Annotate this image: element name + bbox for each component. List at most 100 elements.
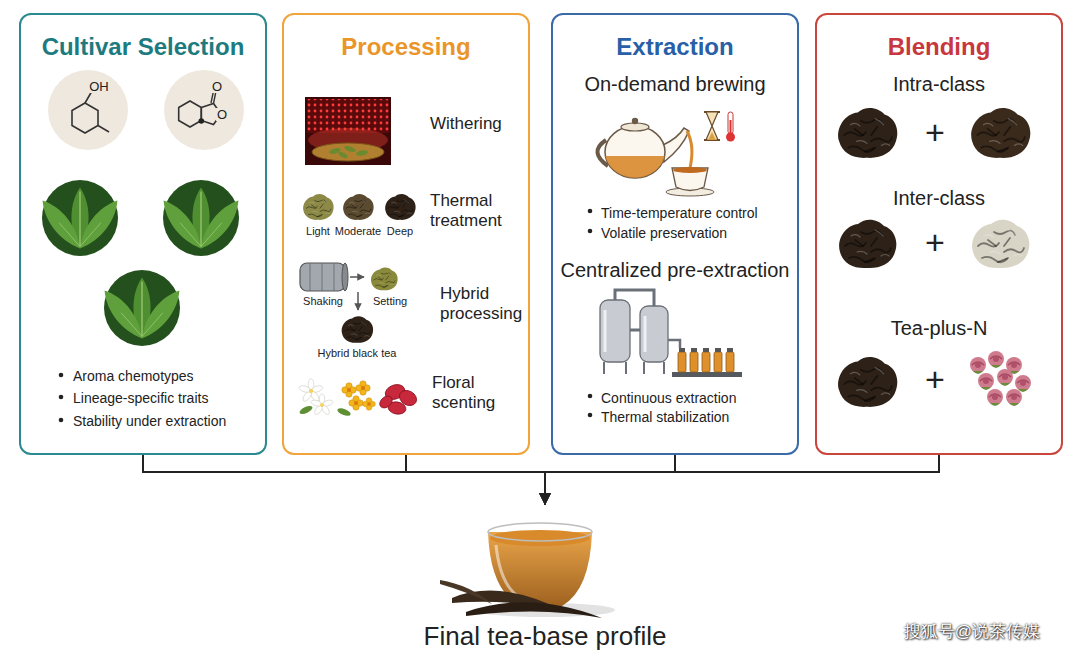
- extraction-plant-part: [640, 306, 668, 362]
- thermal-piles-part: [303, 194, 334, 220]
- mode-heading: Centralized pre-extraction: [553, 258, 797, 282]
- teapot-illustration-part: [687, 131, 692, 168]
- scenting-flowers-part: [342, 383, 356, 397]
- roast-label: Deep: [380, 225, 420, 238]
- withering-lamp-part-part: [356, 149, 369, 156]
- teapot-illustration-part: [706, 112, 718, 140]
- plus-sign: +: [920, 359, 950, 400]
- leaf-illustration-part: [36, 180, 124, 256]
- scenting-flowers: [298, 379, 419, 417]
- tea-cup-illustration-part: [488, 523, 592, 541]
- scenting-flowers-part: [336, 407, 351, 417]
- bullet-dot-part: [588, 209, 593, 214]
- extraction-plant-part: [615, 290, 654, 306]
- plus-sign: +: [920, 112, 950, 153]
- tea-cup-illustration: [440, 523, 615, 618]
- blend-samples-part: [838, 108, 897, 158]
- withering-lamp-part: [308, 128, 388, 152]
- process-step-label: Setting: [368, 295, 412, 308]
- flow-connector: [545, 455, 675, 505]
- bullet-text: Time-temperature control: [601, 205, 796, 222]
- molecule-lactone: [164, 70, 244, 150]
- panel-title: Processing: [284, 33, 528, 62]
- bullet-text: Stability under extraction: [73, 413, 263, 430]
- flow-connector: [545, 455, 939, 505]
- molecule-alcohol-part: [98, 126, 109, 133]
- roast-label: Light: [298, 225, 338, 238]
- panel-title: Blending: [817, 33, 1061, 62]
- extraction-plant-part: [630, 329, 640, 332]
- blend-samples-part: [987, 389, 1003, 406]
- tea-cup-illustration-part: [440, 580, 492, 604]
- bullet-dot-part: [588, 229, 593, 234]
- blend-samples-part: [997, 369, 1013, 386]
- hybrid-process-art-part: [300, 263, 345, 291]
- bullet-text: Aroma chemotypes: [73, 368, 263, 385]
- withering-lamp-part: [312, 143, 384, 161]
- step-label: Floral scenting: [432, 373, 514, 414]
- blend-heading: Tea-plus-N: [817, 316, 1061, 340]
- scenting-flowers-part: [363, 398, 376, 411]
- product-label: Hybrid black tea: [307, 347, 407, 360]
- molecule-lactone-part: [179, 101, 202, 127]
- extraction-plant-part: [668, 340, 680, 348]
- extraction-plant-part: [672, 372, 742, 377]
- teapot-illustration-part: [605, 126, 665, 178]
- atom-label: OH: [88, 80, 110, 93]
- extraction-plant-part-part: [726, 352, 734, 372]
- hybrid-process-art-part: [342, 263, 348, 291]
- bullet-dot-part: [588, 413, 593, 418]
- roast-label: Moderate: [333, 225, 383, 238]
- thermal-piles: [303, 194, 416, 220]
- result-label: Final tea-base profile: [400, 621, 690, 652]
- tea-cup-illustration-part: [475, 603, 615, 617]
- atom-label: O: [216, 108, 228, 121]
- bullet-text: Lineage-specific traits: [73, 390, 263, 407]
- blend-samples-part: [970, 357, 986, 374]
- bullet-text: Continuous extraction: [601, 390, 796, 407]
- scenting-flowers-part-part: [397, 387, 420, 408]
- teapot-illustration-part: [632, 118, 638, 124]
- molecule-lactone-part: [164, 70, 244, 150]
- bullet-text: Thermal stabilization: [601, 409, 796, 426]
- process-step-label: Shaking: [300, 295, 346, 308]
- atom-label: O: [211, 80, 223, 93]
- withering-lamp-part-part: [344, 145, 357, 154]
- bullet-text: Volatile preservation: [601, 225, 796, 242]
- step-label: Thermal treatment: [430, 191, 520, 232]
- blend-samples-part: [1015, 375, 1031, 392]
- withering-lamp-part: [307, 99, 389, 133]
- hybrid-process-art-part: [342, 316, 374, 343]
- extraction-plant-part-part: [690, 352, 698, 372]
- bullet-dot-part: [59, 418, 64, 423]
- blend-samples-part: [971, 108, 1030, 158]
- blend-samples-part: [1006, 357, 1022, 374]
- molecule-alcohol-part: [48, 70, 128, 150]
- blend-samples-part: [838, 357, 897, 407]
- extraction-plant-part: [678, 352, 734, 372]
- tea-cup-illustration-part: [466, 602, 602, 618]
- extraction-plant-part-part: [691, 348, 697, 352]
- flow-connector: [406, 455, 545, 505]
- teapot-illustration-part: [708, 132, 716, 140]
- tea-cup-illustration-part: [488, 532, 592, 606]
- teapot-illustration-part: [704, 112, 720, 140]
- scenting-flowers-part-part: [387, 401, 407, 416]
- teapot-illustration-part: [730, 120, 732, 136]
- bullet-dot-part: [59, 373, 64, 378]
- scenting-flowers-part: [310, 394, 333, 416]
- leaf-illustration-part: [157, 180, 245, 256]
- plus-sign: +: [920, 222, 950, 263]
- blend-samples-part: [1006, 389, 1022, 406]
- panel-title: Extraction: [553, 33, 797, 62]
- extraction-plant-part-part: [703, 348, 709, 352]
- scenting-flowers-part-part: [383, 382, 407, 402]
- scenting-flowers-part: [298, 379, 323, 403]
- tea-cup-illustration-part: [452, 591, 566, 612]
- teapot-illustration-part: [621, 123, 649, 131]
- stage-panel: ExtractionOn-demand brewingTime-temperat…: [551, 13, 799, 455]
- teapot-illustration-part: [663, 128, 689, 162]
